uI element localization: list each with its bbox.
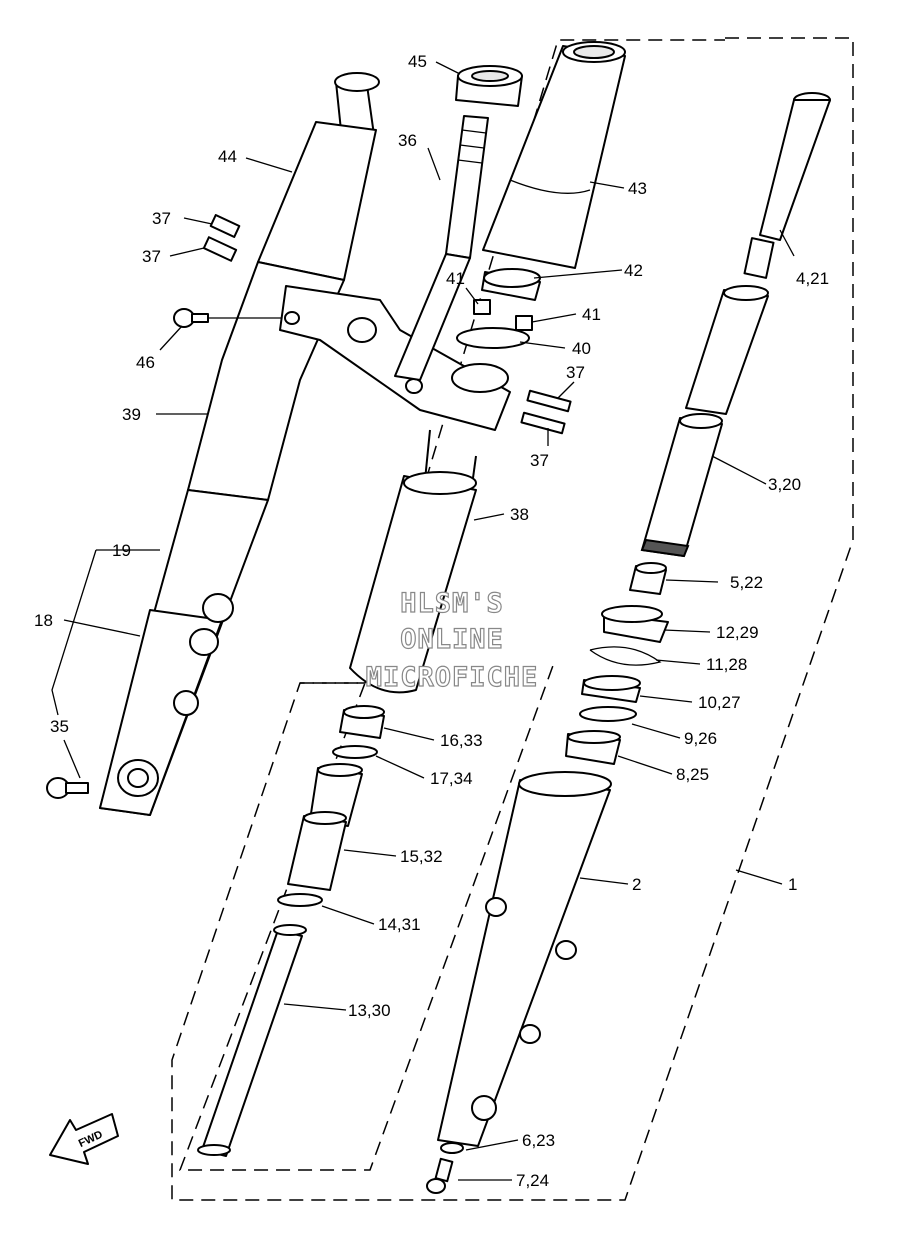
label-37-b: 37: [142, 247, 161, 266]
label-13-30: 13,30: [348, 1001, 391, 1020]
label-44: 44: [218, 147, 237, 166]
label-42: 42: [624, 261, 643, 280]
label-6-23: 6,23: [522, 1131, 555, 1150]
part-labels: 45 36 43 44 37 37 42 41 41 40 46 39 37 3…: [34, 52, 829, 1190]
oil-seal-12: [601, 605, 669, 643]
steering-stem: [394, 115, 489, 381]
washer-14: [277, 893, 323, 907]
label-18: 18: [34, 611, 53, 630]
fork-spring-13: [197, 924, 307, 1157]
bearing-45: [455, 65, 523, 107]
bolt-7: [426, 1157, 454, 1194]
label-9-26: 9,26: [684, 729, 717, 748]
outer-tube-38: [349, 429, 477, 694]
label-45: 45: [408, 52, 427, 71]
under-bracket: [279, 285, 511, 431]
nut-41-right: [515, 315, 533, 331]
label-46: 46: [136, 353, 155, 372]
clip-11: [589, 646, 662, 666]
label-43: 43: [628, 179, 647, 198]
watermark: HLSM'S ONLINE MICROFICHE: [365, 587, 539, 693]
leader-lines: [51, 61, 795, 1181]
label-5-22: 5,22: [730, 573, 763, 592]
washer-6: [440, 1142, 464, 1154]
oil-lock-piece-5: [629, 562, 667, 595]
watermark-line-3: MICROFICHE: [366, 662, 539, 693]
cap-bolt-16: [339, 705, 385, 739]
fwd-arrow-icon: FWD: [49, 1113, 119, 1165]
bolt-37-right-b: [520, 411, 566, 435]
label-2: 2: [632, 875, 641, 894]
washer-9: [579, 706, 637, 722]
label-11-28: 11,28: [706, 655, 747, 674]
label-17-34: 17,34: [430, 769, 473, 788]
o-ring-17: [332, 745, 378, 759]
washer-40: [456, 327, 530, 349]
label-15-32: 15,32: [400, 847, 443, 866]
label-35: 35: [50, 717, 69, 736]
label-36: 36: [398, 131, 417, 150]
label-10-27: 10,27: [698, 693, 741, 712]
left-fork-assembly: [99, 72, 380, 816]
label-41-a: 41: [446, 269, 465, 288]
label-19: 19: [112, 541, 131, 560]
fork-cover-43: [482, 41, 626, 269]
spacer-15: [287, 763, 363, 891]
bolt-46: [173, 308, 209, 328]
watermark-line-2: ONLINE: [400, 624, 504, 655]
label-12-29: 12,29: [716, 623, 759, 642]
rebound-spring-sleeve: [640, 285, 769, 558]
label-40: 40: [572, 339, 591, 358]
damper-rod: [743, 92, 831, 279]
bolt-37-upper-a: [209, 214, 241, 238]
label-8-25: 8,25: [676, 765, 709, 784]
kit-outline-1: [171, 37, 854, 1201]
label-16-33: 16,33: [440, 731, 483, 750]
label-1: 1: [788, 875, 797, 894]
kit-outline-inner: [178, 659, 556, 1171]
label-37-d: 37: [530, 451, 549, 470]
ring-nut-42: [481, 268, 541, 301]
label-38: 38: [510, 505, 529, 524]
bolt-37-right-a: [526, 389, 572, 413]
label-4-21: 4,21: [796, 269, 829, 288]
label-14-31: 14,31: [378, 915, 421, 934]
label-7-24: 7,24: [516, 1171, 549, 1190]
bolt-37-upper-b: [202, 236, 238, 262]
watermark-line-1: HLSM'S: [400, 588, 504, 619]
label-37-a: 37: [152, 209, 171, 228]
label-39: 39: [122, 405, 141, 424]
label-3-20: 3,20: [768, 475, 801, 494]
label-41-b: 41: [582, 305, 601, 324]
slide-metal-8: [565, 730, 621, 765]
label-37-c: 37: [566, 363, 585, 382]
bolt-35: [46, 777, 89, 799]
oil-seal-10: [581, 675, 641, 703]
outer-tube-2: [437, 771, 612, 1147]
